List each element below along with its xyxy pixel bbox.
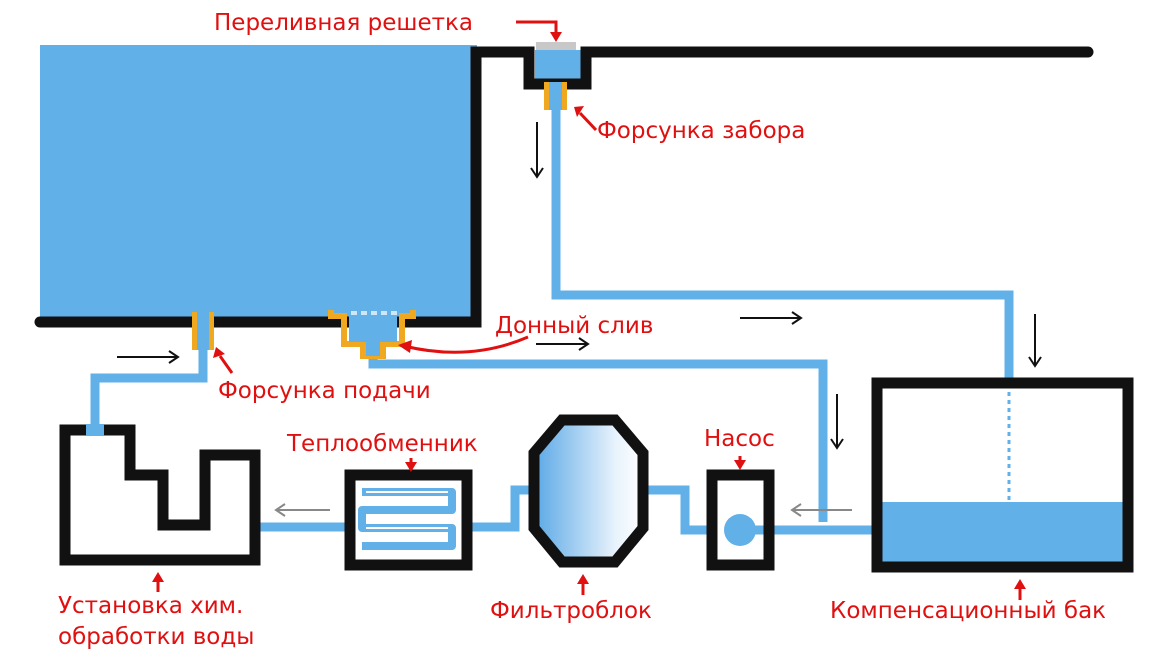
balance-tank — [871, 377, 1134, 573]
pointer-balance-tank — [1014, 579, 1026, 600]
filter-to-hx-pipe — [463, 485, 530, 532]
label-filter-unit: Фильтроблок — [490, 598, 652, 624]
chem-unit-inlet — [86, 424, 104, 436]
label-intake-nozzle: Форсунка забора — [597, 118, 805, 144]
arrow-down-tank — [1028, 314, 1042, 368]
label-chem-unit-line1: Установка хим. — [58, 593, 243, 619]
pointer-heat-exchanger — [405, 458, 417, 472]
heat-exchanger-coil — [358, 488, 456, 550]
label-pump: Насос — [704, 426, 775, 452]
label-bottom-drain: Донный слив — [495, 313, 653, 339]
arrow-down-intake — [530, 122, 544, 179]
arrow-left-hx — [274, 503, 330, 517]
pool — [34, 42, 1094, 328]
arrow-right-drain — [536, 337, 590, 351]
pointer-chem-unit — [152, 572, 164, 592]
overflow-grate — [536, 42, 576, 50]
pointer-filter-unit — [577, 574, 589, 595]
label-balance-tank: Компенсационный бак — [830, 598, 1106, 624]
balance-tank-water — [880, 502, 1125, 564]
label-heat-exchanger: Теплообменник — [286, 431, 478, 457]
pump-to-filter-pipe — [644, 485, 712, 535]
heat-exchanger — [344, 469, 473, 571]
pointer-overflow-grate — [516, 20, 562, 42]
arrow-left-return — [790, 503, 852, 517]
label-chem-unit-line2: обработки воды — [58, 624, 254, 650]
supply-nozzle — [192, 312, 214, 350]
pool-wall — [34, 46, 1094, 328]
labels: Переливная решетка Форсунка забора Донны… — [58, 10, 1106, 650]
chem-treatment-unit — [59, 424, 261, 566]
arrow-down-drain — [830, 394, 844, 450]
pool-water — [40, 45, 477, 320]
pointer-bottom-drain — [398, 335, 529, 354]
supply-pipe — [90, 345, 208, 432]
filter-unit — [528, 414, 649, 568]
pointer-pump — [734, 456, 746, 470]
pointer-intake-nozzle — [574, 106, 598, 132]
label-supply-nozzle: Форсунка подачи — [218, 378, 431, 404]
intake-nozzle — [544, 82, 567, 110]
flow-arrows — [117, 122, 1042, 517]
bottom-drain — [328, 310, 416, 359]
label-pointers — [152, 20, 1026, 600]
arrow-right-supply — [117, 350, 180, 364]
pump — [706, 469, 775, 571]
pointer-supply-nozzle — [213, 347, 234, 374]
label-overflow-grate: Переливная решетка — [214, 10, 473, 36]
arrow-right-top — [740, 311, 803, 325]
intake-pipe — [551, 110, 1014, 388]
